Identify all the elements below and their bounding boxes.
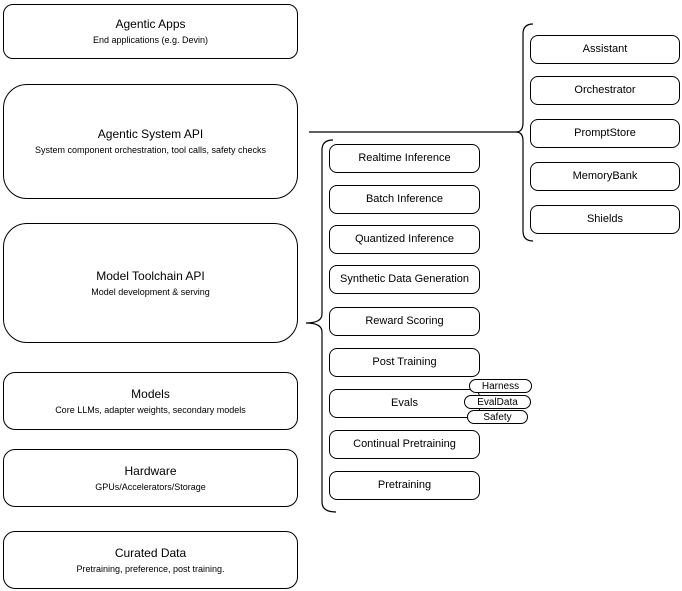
node-model-toolchain-api: Model Toolchain API Model development & … xyxy=(3,223,298,343)
toolchain-item-realtime-inference: Realtime Inference xyxy=(329,144,480,173)
node-title: Curated Data xyxy=(114,545,187,560)
node-agentic-system-api: Agentic System API System component orch… xyxy=(3,84,298,199)
node-title: Models xyxy=(131,386,170,401)
node-agentic-apps: Agentic Apps End applications (e.g. Devi… xyxy=(3,4,298,59)
toolchain-item-post-training: Post Training xyxy=(329,348,480,377)
node-subtitle: Core LLMs, adapter weights, secondary mo… xyxy=(55,404,246,415)
eval-pill-evaldata: EvalData xyxy=(464,395,531,409)
node-subtitle: End applications (e.g. Devin) xyxy=(92,35,209,45)
node-title: Hardware xyxy=(124,463,177,478)
node-models: Models Core LLMs, adapter weights, secon… xyxy=(3,372,298,430)
node-curated-data: Curated Data Pretraining, preference, po… xyxy=(3,531,298,589)
node-title: Model Toolchain API xyxy=(96,268,205,283)
toolchain-item-pretraining: Pretraining xyxy=(329,471,480,500)
node-title: Agentic Apps xyxy=(115,17,186,31)
node-subtitle: Pretraining, preference, post training. xyxy=(76,563,225,574)
toolchain-item-batch-inference: Batch Inference xyxy=(329,185,480,214)
eval-pill-harness: Harness xyxy=(469,379,532,393)
toolchain-item-synthetic-data-generation: Synthetic Data Generation xyxy=(329,265,480,294)
toolchain-item-quantized-inference: Quantized Inference xyxy=(329,225,480,254)
system-component-shields: Shields xyxy=(530,205,680,234)
node-subtitle: Model development & serving xyxy=(91,286,210,297)
toolchain-item-reward-scoring: Reward Scoring xyxy=(329,307,480,336)
eval-pill-safety: Safety xyxy=(467,410,528,424)
toolchain-item-continual-pretraining: Continual Pretraining xyxy=(329,430,480,459)
node-title: Agentic System API xyxy=(97,127,204,141)
node-subtitle: GPUs/Accelerators/Storage xyxy=(95,481,206,492)
node-subtitle: System component orchestration, tool cal… xyxy=(34,145,267,155)
toolchain-item-evals: Evals xyxy=(329,389,480,418)
system-component-memorybank: MemoryBank xyxy=(530,162,680,191)
system-component-orchestrator: Orchestrator xyxy=(530,76,680,105)
system-component-assistant: Assistant xyxy=(530,35,680,64)
node-hardware: Hardware GPUs/Accelerators/Storage xyxy=(3,449,298,507)
system-component-promptstore: PromptStore xyxy=(530,119,680,148)
